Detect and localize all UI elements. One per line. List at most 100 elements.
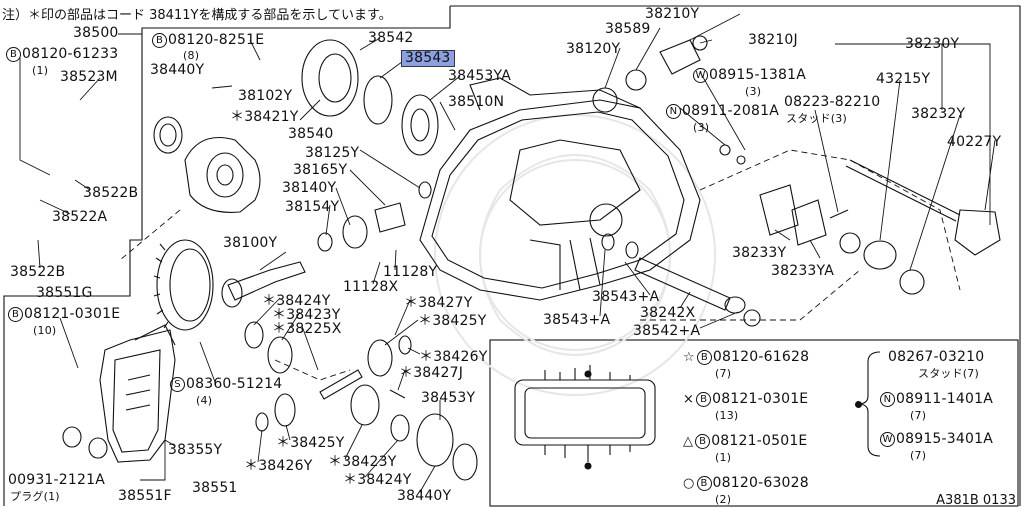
legend-dot-qty-d3: (7)	[910, 449, 927, 462]
part-label-l38543A_1[interactable]: 38543+A	[592, 290, 659, 305]
part-label-l38551G[interactable]: 38551G	[36, 286, 93, 301]
tube-38242X	[634, 257, 731, 311]
part-label-l38500[interactable]: 38500	[73, 26, 119, 41]
legend-group-dot-icon	[855, 401, 862, 408]
part-label-l00931_s[interactable]: プラグ(1)	[10, 489, 60, 504]
circle-b-icon: B	[696, 392, 712, 407]
part-label-l38242X[interactable]: 38242X	[640, 306, 695, 321]
part-label-l38589[interactable]: 38589	[605, 22, 651, 37]
part-label-l08223_82210_s[interactable]: スタッド(3)	[786, 111, 847, 126]
part-label-l38426Y_1[interactable]: ＊38426Y	[419, 350, 488, 365]
part-label-l38140Y[interactable]: 38140Y	[282, 181, 336, 196]
part-label-l38120Y[interactable]: 38120Y	[566, 42, 620, 57]
part-label-l38355Y[interactable]: 38355Y	[168, 443, 222, 458]
part-label-l38165Y[interactable]: 38165Y	[293, 163, 347, 178]
part-label-text: (3)	[693, 121, 710, 134]
part-label-text: 43215Y	[876, 71, 931, 87]
part-label-l38453YA[interactable]: 38453YA	[448, 69, 511, 84]
part-label-l38426Y_2[interactable]: ＊38426Y	[244, 459, 313, 474]
part-label-text: 38540	[288, 126, 334, 142]
part-label-l11128X[interactable]: 11128X	[343, 280, 398, 295]
part-label-l38542A[interactable]: 38542+A	[633, 324, 700, 339]
part-label-l38522B_1[interactable]: 38522B	[83, 186, 138, 201]
part-label-l38427J[interactable]: ＊38427J	[399, 366, 463, 381]
part-label-l38551[interactable]: 38551	[192, 481, 238, 496]
part-label-l38523M[interactable]: 38523M	[60, 70, 118, 85]
part-label-l43215Y[interactable]: 43215Y	[876, 72, 930, 87]
part-label-text: 38523M	[60, 69, 118, 85]
part-label-l38421Y[interactable]: ＊38421Y	[230, 110, 299, 125]
part-label-l38125Y[interactable]: 38125Y	[305, 146, 359, 161]
part-label-l40227Y[interactable]: 40227Y	[947, 135, 1001, 150]
part-label-l38522A[interactable]: 38522A	[52, 210, 107, 225]
retainer	[839, 232, 861, 254]
circle-b-icon: B	[152, 33, 167, 48]
circle-n-icon: N	[666, 104, 681, 119]
part-label-l08121_0301E_1q[interactable]: (10)	[33, 323, 56, 338]
circle-b-icon: B	[695, 434, 711, 449]
part-label-l38424Y_2[interactable]: ＊38424Y	[343, 473, 412, 488]
part-label-l38543A_2[interactable]: 38543+A	[543, 313, 610, 328]
part-label-l38423Y_1[interactable]: ＊38423Y	[272, 308, 341, 323]
part-label-l08120_61233_q[interactable]: (1)	[32, 63, 48, 78]
part-label-l38233Y[interactable]: 38233Y	[732, 246, 786, 261]
gear-38425Y	[367, 339, 393, 377]
part-label-l00931_2121A[interactable]: 00931-2121A	[8, 473, 105, 488]
part-label-l38225X[interactable]: ＊38225X	[272, 322, 342, 337]
seal-38453Y	[452, 443, 478, 481]
part-label-text: 38543+A	[592, 289, 660, 305]
part-label-l38440Y_1[interactable]: 38440Y	[150, 63, 204, 78]
part-label-l08915_1381A_q[interactable]: (3)	[745, 84, 761, 99]
part-label-l38230Y[interactable]: 38230Y	[905, 37, 959, 52]
part-label-l08360_51214_q[interactable]: (4)	[196, 393, 212, 408]
part-label-l38522B_2[interactable]: 38522B	[10, 265, 65, 280]
part-label-l38232Y[interactable]: 38232Y	[911, 107, 965, 122]
part-label-l08911_2081A_q[interactable]: (3)	[693, 120, 709, 135]
part-label-l38424Y_1[interactable]: ＊38424Y	[262, 294, 331, 309]
part-label-l38425Y_1[interactable]: ＊38425Y	[418, 314, 487, 329]
circle-b-icon: B	[696, 476, 712, 491]
part-label-text: 38522A	[52, 209, 108, 225]
part-label-l38423Y_2[interactable]: ＊38423Y	[328, 455, 397, 470]
part-label-l38210J[interactable]: 38210J	[748, 33, 798, 48]
part-label-text: ＊38424Y	[262, 293, 331, 309]
legend-dot-qty-d1: スタッド(7)	[918, 367, 979, 380]
part-label-l38540[interactable]: 38540	[288, 127, 334, 142]
part-label-l38100Y[interactable]: 38100Y	[223, 236, 277, 251]
part-label-l38551F[interactable]: 38551F	[118, 489, 172, 504]
circle-n-icon: N	[880, 392, 895, 407]
part-label-l08223_82210[interactable]: 08223-82210	[784, 95, 880, 110]
part-label-l38453Y[interactable]: 38453Y	[421, 391, 475, 406]
part-label-l38154Y[interactable]: 38154Y	[285, 200, 339, 215]
part-label-l38233YA[interactable]: 38233YA	[771, 264, 834, 279]
part-label-l08120_8251E_q[interactable]: (8)	[183, 48, 199, 63]
part-label-l11128Y[interactable]: 11128Y	[383, 265, 437, 280]
legend-dot-item-d1[interactable]: 08267-03210	[888, 350, 984, 365]
washer-08915	[736, 155, 746, 165]
part-label-text: 38233Y	[732, 245, 787, 261]
part-label-l38210Y[interactable]: 38210Y	[645, 7, 699, 22]
part-label-l38425Y_2[interactable]: ＊38425Y	[276, 436, 345, 451]
part-label-l38543[interactable]: 38543	[401, 50, 455, 67]
part-label-l38102Y[interactable]: 38102Y	[238, 89, 292, 104]
bearing-38154Y	[342, 215, 368, 249]
part-label-l38427Y[interactable]: ＊38427Y	[404, 296, 473, 311]
part-label-text: (1)	[32, 64, 49, 77]
part-label-l38510N[interactable]: 38510N	[448, 95, 504, 110]
part-label-text: 38154Y	[285, 199, 340, 215]
part-label-text: (10)	[33, 324, 57, 337]
part-label-l38542[interactable]: 38542	[368, 31, 414, 46]
part-label-l38440Y_2[interactable]: 38440Y	[397, 489, 451, 504]
